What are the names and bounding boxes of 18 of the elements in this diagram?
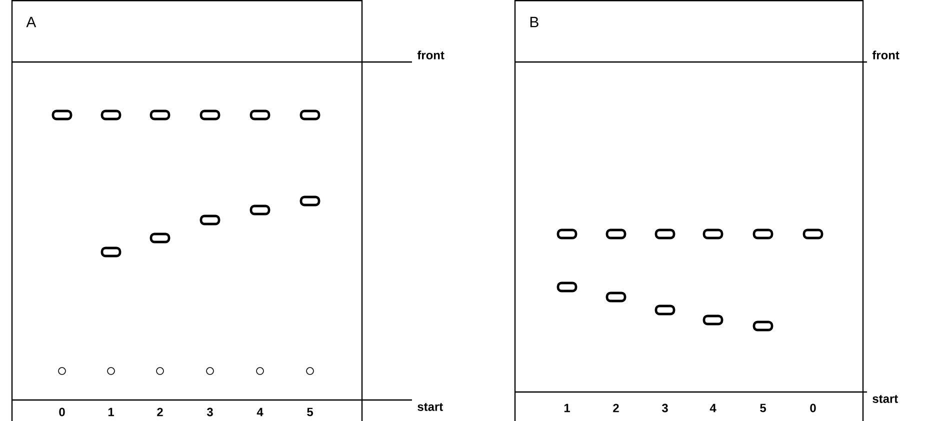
start-label: start — [418, 403, 443, 411]
lane-number: 4 — [256, 408, 264, 416]
front-label: front — [417, 50, 444, 60]
lane-number: 4 — [710, 404, 716, 412]
lane-number: 1 — [564, 404, 570, 412]
front-label: front — [872, 50, 900, 60]
lane-number: 3 — [662, 404, 668, 412]
lane-number: 0 — [810, 404, 816, 412]
plate-label: B — [530, 16, 538, 28]
lane-number: 5 — [760, 404, 766, 412]
lane-number: 3 — [206, 408, 213, 416]
lane-number: 0 — [59, 408, 65, 416]
lane-number: 2 — [613, 404, 619, 412]
plate-label: A — [26, 16, 36, 28]
lane-number: 2 — [157, 408, 163, 416]
lane-number: 1 — [108, 408, 114, 416]
lane-number: 5 — [307, 408, 313, 416]
start-label: start — [872, 395, 898, 403]
